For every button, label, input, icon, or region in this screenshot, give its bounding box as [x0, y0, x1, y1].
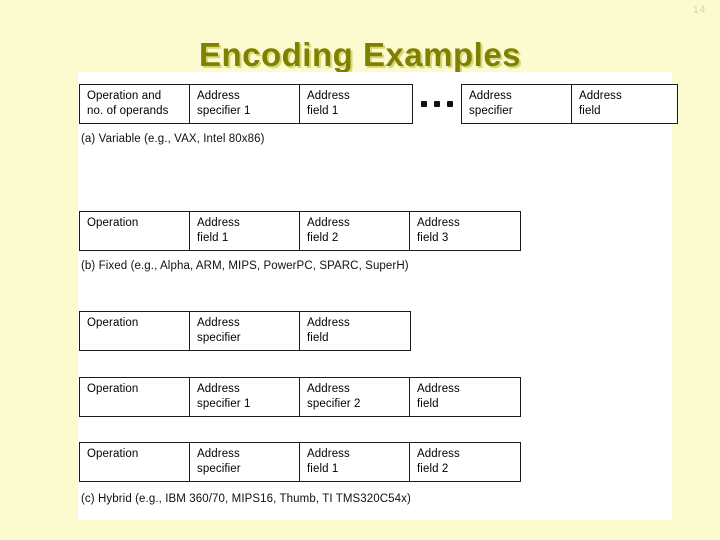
cell-line-1: Address — [417, 217, 460, 229]
encoding-cell: Operation — [80, 443, 190, 481]
cell-line-1: Address — [197, 217, 240, 229]
encoding-cell: Address specifier 1 — [190, 378, 300, 416]
encoding-group-hybrid-1: Operation Address specifier Address fiel… — [79, 311, 411, 351]
cell-line-2: specifier 1 — [197, 104, 251, 117]
cell-line-2: field 2 — [417, 462, 449, 475]
encoding-cell: Operation — [80, 212, 190, 250]
encoding-group-variable-right: Address specifier Address field — [461, 84, 678, 124]
caption-variable: (a) Variable (e.g., VAX, Intel 80x86) — [81, 133, 265, 145]
encoding-cell: Address specifier — [462, 85, 572, 123]
encoding-cell: Address specifier — [190, 443, 300, 481]
cell-line-1: Address — [197, 448, 240, 460]
caption-fixed: (b) Fixed (e.g., Alpha, ARM, MIPS, Power… — [81, 260, 409, 272]
cell-line-1: Address — [307, 90, 350, 102]
ellipsis-dot — [421, 101, 427, 107]
encoding-row-hybrid-3: Operation Address specifier Address fiel… — [79, 442, 521, 482]
encoding-cell: Address field 3 — [410, 212, 520, 250]
cell-line-2: field — [579, 104, 601, 117]
encoding-row-hybrid-1: Operation Address specifier Address fiel… — [79, 311, 411, 351]
slide-number: 14 — [692, 4, 706, 16]
figure-canvas: Operation and no. of operands Address sp… — [78, 72, 678, 520]
encoding-group-hybrid-3: Operation Address specifier Address fiel… — [79, 442, 521, 482]
cell-line-2: field — [307, 331, 329, 344]
cell-line-2: field 1 — [197, 231, 229, 244]
cell-line-2: specifier 2 — [307, 397, 361, 410]
cell-line-2: field — [417, 397, 439, 410]
cell-line-2: field 1 — [307, 462, 339, 475]
encoding-cell: Address field — [300, 312, 410, 350]
cell-line-1: Address — [579, 90, 622, 102]
encoding-cell: Address field 2 — [300, 212, 410, 250]
encoding-group-variable-left: Operation and no. of operands Address sp… — [79, 84, 413, 124]
cell-line-2: specifier 1 — [197, 397, 251, 410]
cell-line-1: Operation — [87, 317, 139, 329]
encoding-cell: Address specifier 1 — [190, 85, 300, 123]
page-title: Encoding Examples — [198, 36, 522, 73]
cell-line-2: no. of operands — [87, 104, 169, 117]
cell-line-2: field 2 — [307, 231, 339, 244]
cell-line-2: field 1 — [307, 104, 339, 117]
encoding-row-fixed: Operation Address field 1 Address field … — [79, 211, 521, 251]
cell-line-1: Address — [469, 90, 512, 102]
cell-line-1: Address — [197, 383, 240, 395]
encoding-cell: Operation and no. of operands — [80, 85, 190, 123]
cell-line-1: Address — [307, 448, 350, 460]
encoding-cell: Address field 1 — [300, 85, 412, 123]
encoding-row-variable: Operation and no. of operands Address sp… — [79, 84, 678, 124]
encoding-cell: Address field — [410, 378, 520, 416]
cell-line-1: Operation — [87, 383, 139, 395]
cell-line-1: Address — [307, 217, 350, 229]
encoding-group-hybrid-2: Operation Address specifier 1 Address sp… — [79, 377, 521, 417]
encoding-cell: Address specifier 2 — [300, 378, 410, 416]
encoding-cell: Address field 1 — [190, 212, 300, 250]
cell-line-2: specifier — [469, 104, 513, 117]
ellipsis-dot — [447, 101, 453, 107]
encoding-cell: Address field 1 — [300, 443, 410, 481]
cell-line-2: field 3 — [417, 231, 449, 244]
encoding-cell: Address specifier — [190, 312, 300, 350]
encoding-cell: Operation — [80, 378, 190, 416]
cell-line-1: Address — [197, 90, 240, 102]
cell-line-1: Operation — [87, 217, 139, 229]
cell-line-2: specifier — [197, 462, 241, 475]
encoding-cell: Address field — [572, 85, 677, 123]
cell-line-1: Address — [417, 383, 460, 395]
cell-line-1: Address — [307, 317, 350, 329]
encoding-row-hybrid-2: Operation Address specifier 1 Address sp… — [79, 377, 521, 417]
cell-line-1: Address — [197, 317, 240, 329]
ellipsis-icon — [413, 84, 461, 124]
cell-line-1: Operation and — [87, 90, 162, 102]
encoding-cell: Address field 2 — [410, 443, 520, 481]
cell-line-1: Address — [307, 383, 350, 395]
ellipsis-dot — [434, 101, 440, 107]
encoding-group-fixed: Operation Address field 1 Address field … — [79, 211, 521, 251]
caption-hybrid: (c) Hybrid (e.g., IBM 360/70, MIPS16, Th… — [81, 493, 411, 505]
cell-line-1: Operation — [87, 448, 139, 460]
cell-line-1: Address — [417, 448, 460, 460]
encoding-cell: Operation — [80, 312, 190, 350]
cell-line-2: specifier — [197, 331, 241, 344]
